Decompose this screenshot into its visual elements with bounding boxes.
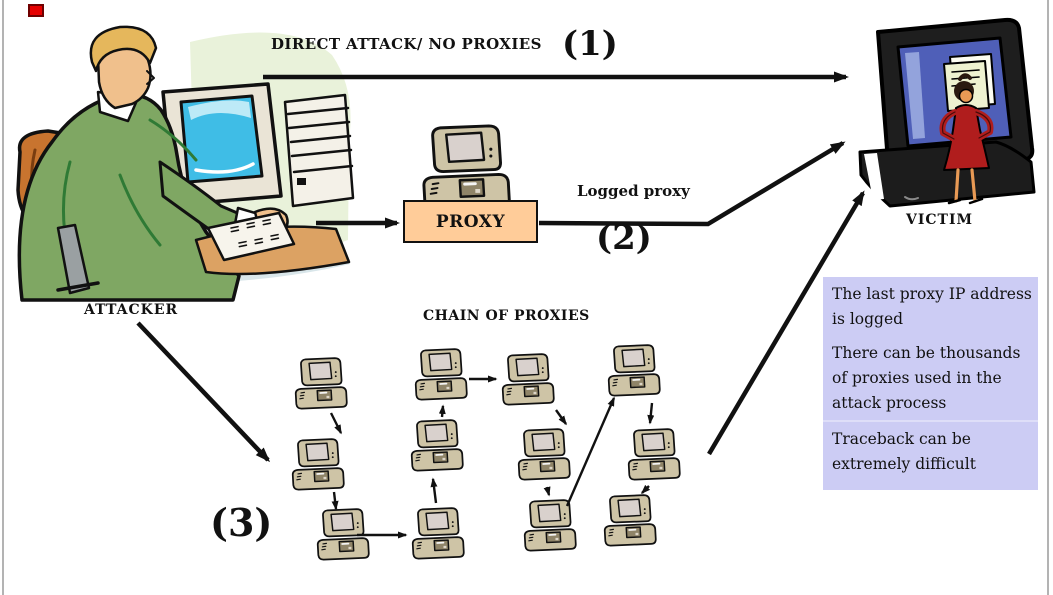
- chain-of-proxies-title: CHAIN OF PROXIES: [423, 308, 590, 324]
- chair-pole: [56, 223, 91, 295]
- info-line: Traceback can be extremely difficult: [823, 420, 1038, 481]
- info-box: The last proxy IP address is logged Ther…: [823, 277, 1038, 490]
- logged-proxy-label: Logged proxy: [577, 182, 690, 200]
- step-1-number: (1): [562, 24, 618, 64]
- red-rectangle-marker: [28, 4, 44, 17]
- chain-computer-icon: [410, 419, 464, 472]
- victim-label: VICTIM: [906, 212, 974, 228]
- attacker-label: ATTACKER: [84, 302, 179, 318]
- hair: [89, 25, 158, 73]
- step-2-number: (2): [596, 218, 652, 258]
- info-line: There can be thousands of proxies used i…: [832, 344, 1021, 412]
- victim-person: [939, 73, 994, 205]
- chain-computer-icon: [291, 438, 345, 491]
- chain-computer-icon: [294, 357, 348, 410]
- chain-computer-icon: [517, 428, 571, 481]
- chain-computer-icon: [501, 353, 555, 406]
- attacker-monitor-icon: [161, 82, 283, 207]
- victim-illustration: [858, 17, 1036, 208]
- victim-base-icon: [858, 140, 1036, 208]
- page-left-border: [2, 0, 4, 595]
- chain-computer-icon: [627, 428, 681, 481]
- chain-computer-icon: [414, 348, 468, 401]
- chain-arrows: [329, 375, 655, 539]
- proxy-box: PROXY: [403, 200, 538, 243]
- chain-computer-icon: [603, 494, 657, 547]
- direct-attack-label: DIRECT ATTACK/ NO PROXIES: [271, 35, 542, 53]
- proxy-computer-icon: [422, 124, 511, 212]
- arrow-proxy-to-victim: [538, 141, 846, 227]
- page-right-border: [1047, 0, 1049, 595]
- arrow-attacker-to-chain: [136, 321, 271, 463]
- keyboard-icon: [206, 211, 296, 262]
- step-3-number: (3): [210, 500, 273, 545]
- main-arrows: [136, 71, 865, 463]
- chain-computer-icon: [607, 344, 661, 397]
- chain-computer-icon: [411, 507, 465, 560]
- proxy-box-label: PROXY: [435, 211, 506, 232]
- info-line: The last proxy IP address is logged: [832, 285, 1032, 328]
- chain-computers: [291, 344, 681, 561]
- arrow-chain-to-victim: [707, 190, 865, 456]
- chain-computer-icon: [523, 499, 577, 552]
- attacker-tower-icon: [283, 93, 355, 208]
- attacker-illustration: [16, 25, 355, 302]
